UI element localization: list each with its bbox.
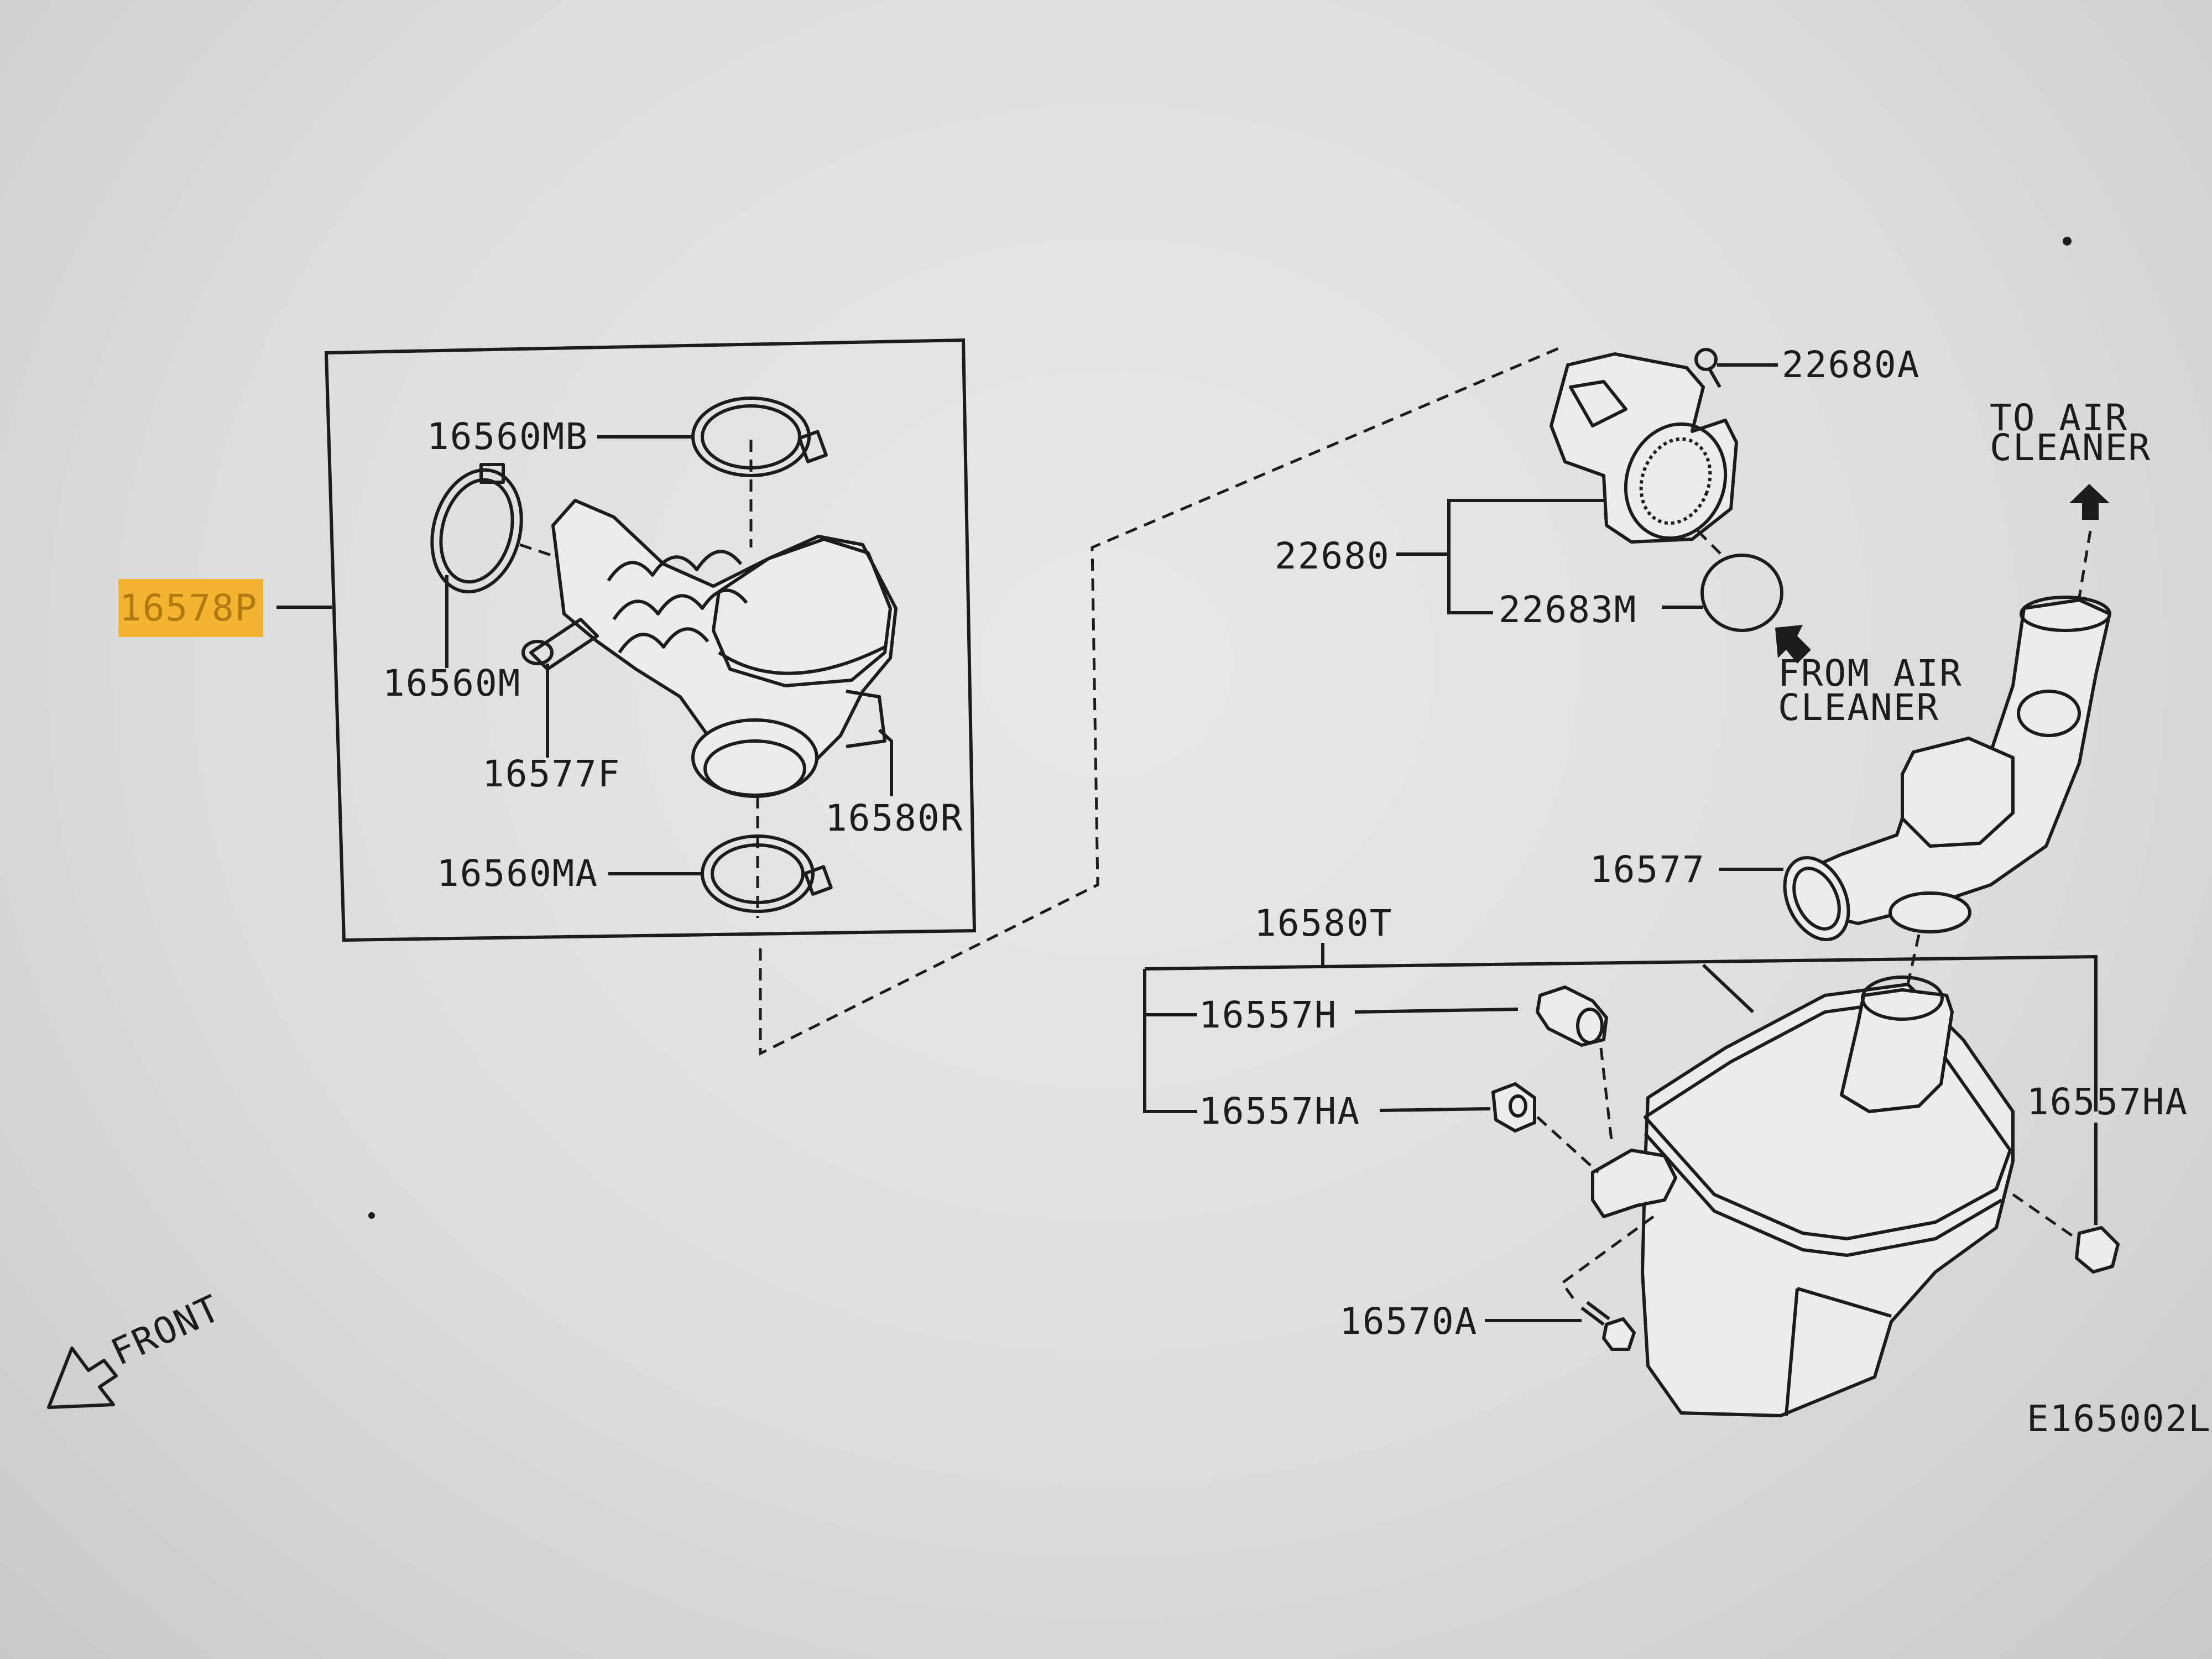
label-16578P: 16578P (119, 587, 258, 629)
duct-resonator-rib (718, 645, 886, 675)
tank-cross-line (1702, 963, 1755, 1014)
air-duct-bottom-port (1888, 891, 1971, 933)
resonator-assembly-group: 16578P 16560MB 16560M 16580R 16577F (118, 338, 977, 942)
dash-16557HA-right (2012, 1193, 2078, 1240)
leader-16557HA-left (1379, 1107, 1491, 1112)
bracket-22680 (1447, 499, 1604, 614)
resonator-tank-lid (1644, 999, 2012, 1240)
label-from-air-cleaner-1: FROM AIR (1778, 652, 1963, 695)
dash-to-air-cleaner (2078, 530, 2092, 598)
air-flow-meter-group: 22680A 22680 22683M FROM AIR CLEANER (1275, 343, 1963, 729)
air-duct-group: 16577 (1590, 596, 2111, 985)
dash-16557HA-left (1536, 1116, 1599, 1173)
grommet-16557HA-left-hole (1509, 1094, 1527, 1118)
grommet-16557H (1536, 985, 1608, 1047)
resonator-tank-16580T (1641, 983, 2015, 1417)
arrow-from-air-cleaner (1775, 625, 1811, 664)
air-duct-flange (1783, 855, 1850, 942)
screen-dot-2 (368, 1212, 375, 1219)
screw-22680A (1694, 348, 1718, 371)
dash-22683M (1697, 530, 1726, 560)
label-front: FRONT (105, 1287, 227, 1374)
grommet-16557HA-left (1491, 1082, 1536, 1133)
screen-dot-1 (2063, 237, 2072, 246)
bolt-16570A (1580, 1301, 1610, 1326)
highlight-16578P (118, 579, 263, 637)
hose-fitting-ring (521, 640, 554, 665)
clamp-16560M (430, 468, 523, 594)
label-22683M: 22683M (1499, 588, 1637, 631)
assembly-box-16578P (324, 338, 977, 942)
clamp-16560M-screw (479, 463, 505, 484)
resonator-tank-group: 16580T 16557H 16557HA 16557HA (1143, 902, 2188, 1417)
label-22680: 22680 (1275, 535, 1390, 577)
label-to-air-cleaner-1: TO AIR (1990, 397, 2128, 439)
resonator-tank-neck-opening (1861, 975, 1944, 1021)
dashed-connector (759, 344, 1566, 1056)
figure-code: E165002L (2027, 1397, 2211, 1440)
resonator-tank-rim (1644, 1133, 2003, 1257)
clamp-16560MB (691, 397, 811, 477)
air-flow-meter-mesh (1639, 437, 1712, 525)
screw-22680A-shank (1707, 367, 1721, 388)
air-flow-meter-22680 (1550, 352, 1738, 544)
air-duct-side-port (2017, 690, 2081, 737)
dash-16557H (1599, 1047, 1614, 1145)
resonator-tank-lower (1785, 1287, 1892, 1416)
label-16580R: 16580R (825, 797, 963, 839)
air-flow-meter-connector (1569, 380, 1627, 427)
clamp-16560MB-inner (701, 404, 801, 469)
bracket-16580T (1144, 954, 2098, 1112)
leader-16557H (1354, 1008, 1519, 1014)
arrow-to-air-cleaner (2069, 484, 2110, 520)
air-duct-resonator (1901, 737, 2015, 848)
label-16577F: 16577F (482, 753, 620, 795)
front-indicator: FRONT (47, 1287, 227, 1409)
label-16557H: 16557H (1199, 994, 1337, 1036)
label-16560MA: 16560MA (437, 852, 598, 895)
duct-outlet-inner (703, 739, 806, 798)
leader-16580R (878, 728, 893, 796)
dash-16560M (519, 543, 554, 557)
grommet-16557HA-right (2075, 1226, 2120, 1274)
bracket-16580T-left (1143, 969, 1197, 1113)
resonator-tank-neck (1840, 988, 1954, 1113)
duct-bellows (607, 550, 748, 654)
label-16557HA-right: 16557HA (2027, 1081, 2188, 1123)
clamp-16560MB-screw (797, 430, 828, 463)
resonator-duct-16580R (551, 499, 898, 765)
clamp-16560MA-inner (711, 843, 805, 904)
label-16557HA-left: 16557HA (1199, 1090, 1360, 1133)
label-22680A: 22680A (1782, 343, 1920, 386)
label-16577: 16577 (1590, 848, 1705, 891)
label-16560M: 16560M (383, 662, 521, 705)
label-16570A: 16570A (1339, 1300, 1478, 1343)
clamp-16560MA-screw (804, 865, 833, 896)
gasket-22683M (1700, 554, 1783, 632)
air-duct-flange-inner (1792, 867, 1841, 931)
dash-16570A (1560, 1215, 1655, 1303)
label-16580T: 16580T (1254, 902, 1392, 945)
clamp-16560M-inner (439, 478, 514, 584)
air-duct-top-port (2020, 596, 2111, 632)
air-flow-meter-mesh-ring (1624, 422, 1728, 540)
front-arrow-icon (47, 1347, 118, 1409)
resonator-tank-bracket (1591, 1149, 1677, 1218)
duct-bracket (846, 690, 886, 748)
grommet-16557H-hole (1576, 1008, 1604, 1044)
label-to-air-cleaner-2: CLEANER (1990, 426, 2151, 469)
bolt-16570A-head (1602, 1317, 1636, 1351)
label-16560MB: 16560MB (427, 415, 588, 458)
label-from-air-cleaner-2: CLEANER (1778, 686, 1939, 729)
